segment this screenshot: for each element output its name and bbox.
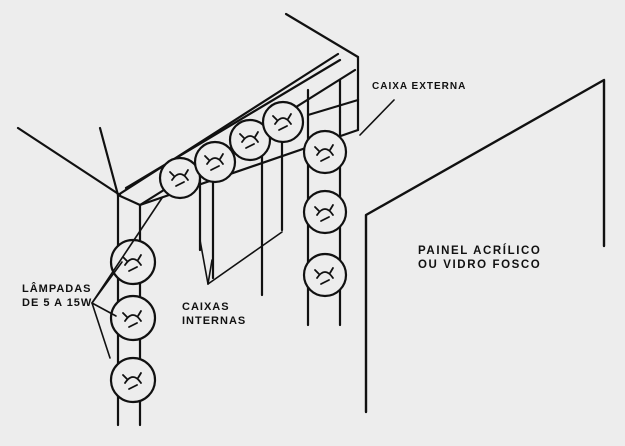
bulb-icon: [239, 131, 259, 149]
lamp-right-3: [302, 252, 348, 298]
label-caixas-internas: CAIXAS INTERNAS: [182, 300, 246, 328]
bulb-icon: [204, 153, 224, 171]
lamp-right-2: [302, 189, 348, 235]
lamps-left-column: [109, 238, 157, 404]
lamp-top-3: [228, 118, 272, 162]
lamp-top-2: [193, 140, 237, 184]
leader-lines: [91, 99, 395, 359]
lamp-top-1: [158, 156, 202, 200]
painel-line-2: OU VIDRO FOSCO: [418, 259, 542, 271]
bulb-icon: [122, 372, 142, 390]
leader-caixa-externa: [359, 99, 395, 136]
leader-lampadas-4: [91, 302, 111, 359]
top-box-back-edge: [124, 58, 342, 190]
leader-lampadas-1: [91, 197, 163, 304]
caixas-line-1: CAIXAS: [182, 301, 230, 313]
outer-back-left-edge: [16, 126, 122, 197]
lamps-top-row: [158, 100, 305, 200]
panel-outline: [364, 78, 606, 414]
lamp-left-1: [109, 238, 157, 286]
bulb-icon: [122, 254, 142, 272]
caixa-externa-text: CAIXA EXTERNA: [372, 81, 467, 92]
lamp-right-1: [302, 129, 348, 175]
caixas-line-2: INTERNAS: [182, 315, 247, 327]
bulb-icon: [314, 267, 334, 285]
lampadas-line-2: DE 5 A 15W: [22, 297, 93, 309]
label-lampadas: LÂMPADAS DE 5 A 15W: [22, 282, 92, 310]
lamps-right-column: [302, 129, 348, 298]
bulb-icon: [272, 113, 292, 131]
leader-caixas-3: [207, 231, 283, 285]
leader-caixas-2: [207, 259, 213, 285]
bulb-icon: [122, 310, 142, 328]
label-painel: PAINEL ACRÍLICO OU VIDRO FOSCO: [418, 244, 541, 272]
leader-lampadas-3: [91, 302, 117, 317]
leader-caixas-1: [199, 239, 209, 285]
acrylic-panel: [364, 78, 606, 414]
bulb-icon: [314, 204, 334, 222]
lampadas-line-1: LÂMPADAS: [22, 283, 92, 295]
outer-left-edge-top: [98, 126, 120, 197]
bulb-glyphs: [122, 113, 334, 390]
label-caixa-externa: CAIXA EXTERNA: [372, 80, 466, 94]
right-column-top-cap: [306, 98, 360, 117]
outer-top-right-edge: [284, 12, 360, 59]
lamp-left-2: [109, 294, 157, 342]
bulb-icon: [169, 169, 189, 187]
painel-line-1: PAINEL ACRÍLICO: [418, 245, 542, 257]
lamp-left-3: [109, 356, 157, 404]
leader-lampadas-2: [91, 261, 123, 304]
left-column-top: [116, 193, 142, 207]
bulb-icon: [314, 144, 334, 162]
lamp-top-4: [261, 100, 305, 144]
